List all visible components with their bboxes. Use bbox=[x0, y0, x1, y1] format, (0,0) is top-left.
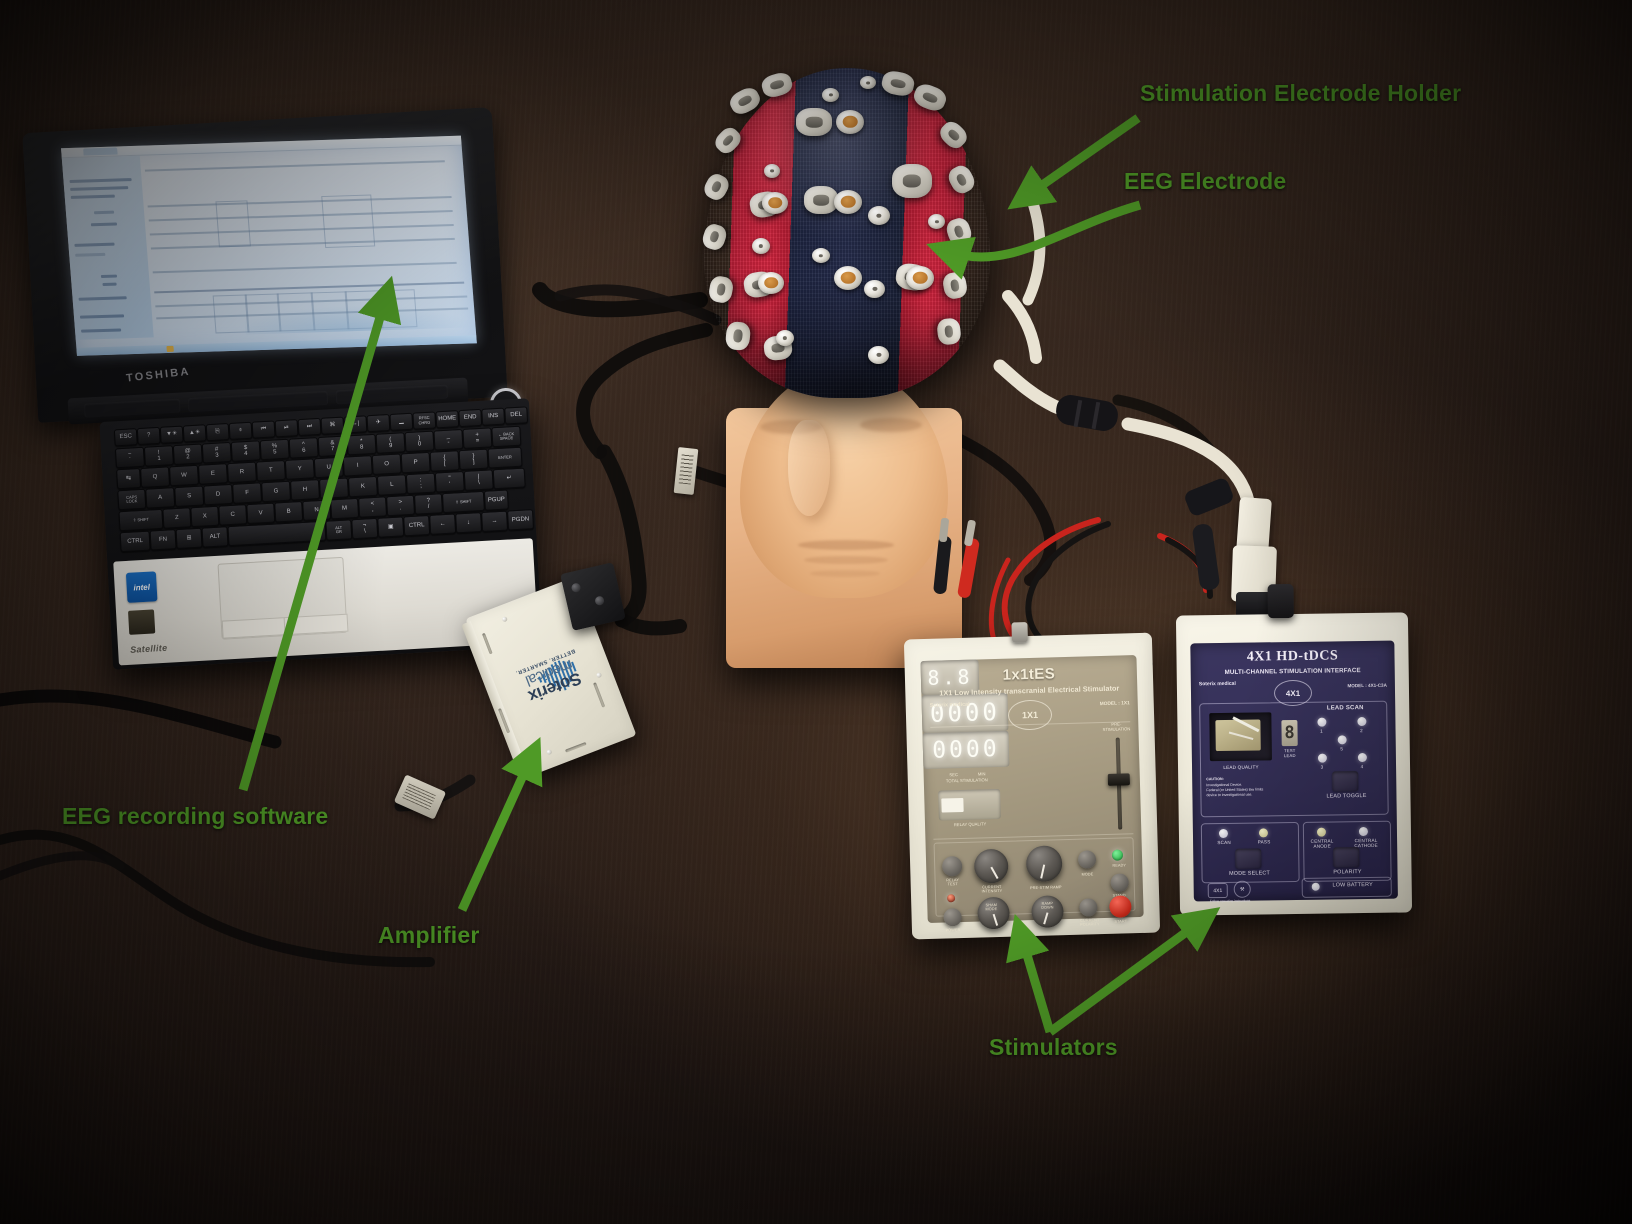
lead-quality-label: LEAD QUALITY bbox=[1223, 764, 1259, 770]
caution-text: Investigational Device. Federal (or Unit… bbox=[1206, 782, 1264, 797]
ready-label: READY bbox=[1112, 863, 1127, 868]
lead-quality-window bbox=[1209, 712, 1272, 762]
sham-mode-label: SHAM MODE bbox=[985, 903, 998, 912]
test-lead-7seg: 8 bbox=[1281, 719, 1298, 747]
certification-icon: 4X1 bbox=[1207, 882, 1228, 899]
stimulator-1x1tes[interactable]: 1x1tES 1X1 Low Intensity transcranial El… bbox=[903, 622, 1161, 940]
lead-scan-label: LEAD SCAN bbox=[1326, 705, 1364, 712]
relay-test-label: RELAY TEST bbox=[946, 878, 959, 887]
red-probe bbox=[957, 519, 980, 598]
current-intensity-label: CURRENT INTENSITY bbox=[981, 884, 1003, 894]
black-probe bbox=[933, 517, 952, 594]
stimulator-2-front-panel: 4X1 HD-tDCS MULTI-CHANNEL STIMULATION IN… bbox=[1190, 640, 1398, 904]
ramp-down-knob[interactable] bbox=[1031, 895, 1064, 929]
stimulator-1-front-panel: 1x1tES 1X1 Low Intensity transcranial El… bbox=[920, 655, 1144, 932]
banana-clip bbox=[1185, 478, 1233, 590]
start-button[interactable] bbox=[1109, 895, 1132, 918]
annotation-eeg-electrode: EEG Electrode bbox=[1124, 168, 1287, 194]
lead-toggle-label: LEAD TOGGLE bbox=[1326, 792, 1367, 800]
lead-number-5: 5 bbox=[1340, 746, 1344, 752]
annotation-amplifier: Amplifier bbox=[378, 922, 480, 948]
display-label-total-stim: TOTAL STIMULATION bbox=[945, 777, 988, 784]
polarity-label: POLARITY bbox=[1333, 869, 1362, 876]
pass-led bbox=[1258, 828, 1269, 838]
lead-number-4: 4 bbox=[1360, 764, 1364, 770]
lead-led-5 bbox=[1337, 735, 1347, 745]
central-cathode-led bbox=[1358, 826, 1369, 837]
mode-label: MODE bbox=[1081, 872, 1094, 877]
annotation-eeg-recording-software: EEG recording software bbox=[62, 803, 329, 829]
manual-icon: ⚒ bbox=[1233, 880, 1251, 898]
stimulator-2-model: MODEL : 4X1-C3A bbox=[1347, 682, 1387, 689]
scan-led bbox=[1218, 828, 1229, 839]
sham-mode-knob[interactable] bbox=[977, 896, 1010, 930]
low-battery-label: LOW BATTERY bbox=[1332, 881, 1373, 889]
pre-stim-slider-knob[interactable] bbox=[1107, 773, 1131, 786]
stimulator-1-main-display-2: 0000 bbox=[922, 730, 1010, 770]
pass-label: PASS bbox=[1257, 839, 1271, 845]
ramp-down-label: RAMP DOWN bbox=[1041, 901, 1054, 910]
annotation-stimulation-electrode-holder: Stimulation Electrode Holder bbox=[1140, 80, 1462, 106]
current-polarity-switch[interactable] bbox=[1079, 898, 1098, 917]
stimulator-1-model: MODEL : 1X1 bbox=[1099, 701, 1130, 708]
relay-quality-bar bbox=[938, 788, 1001, 821]
stimulator-4x1-hd-tdcs[interactable]: 4X1 HD-tDCS MULTI-CHANNEL STIMULATION IN… bbox=[1175, 583, 1413, 916]
lead-number-1: 1 bbox=[1320, 728, 1323, 734]
stimulator-1-seal: 1X1 bbox=[1007, 699, 1053, 731]
lead-led-3 bbox=[1317, 753, 1327, 763]
central-anode-led bbox=[1316, 827, 1327, 837]
stimulator-2-brand: Soterix medical bbox=[1198, 680, 1236, 688]
power-switch[interactable] bbox=[943, 908, 962, 927]
display-label-sec: SEC bbox=[949, 772, 959, 778]
ferrite-bead bbox=[1056, 395, 1118, 431]
current-polarity-label: CURRENT POLARITY bbox=[1080, 918, 1100, 927]
power-label: POWER bbox=[945, 928, 961, 933]
start-label: START bbox=[1114, 919, 1128, 924]
lead-toggle-button[interactable] bbox=[1332, 771, 1359, 792]
lead-led-4 bbox=[1357, 752, 1367, 763]
polarity-button[interactable] bbox=[1333, 847, 1360, 868]
scan-label: SCAN bbox=[1217, 839, 1231, 846]
lead-number-3: 3 bbox=[1320, 764, 1324, 770]
lead-led-2 bbox=[1357, 716, 1367, 727]
bnc-output-jack[interactable] bbox=[1011, 622, 1028, 643]
footer-note: Follow operating instructions bbox=[1209, 898, 1251, 904]
relay-quality-label: RELAY QUALITY bbox=[953, 821, 987, 828]
display-label-min: MIN bbox=[977, 771, 986, 777]
pre-stim-slider-label: PRE- STIMULATION bbox=[1102, 721, 1131, 733]
lead-led-1 bbox=[1317, 717, 1327, 727]
mode-select-button[interactable] bbox=[1235, 848, 1262, 869]
output-connector-block[interactable] bbox=[1267, 583, 1294, 619]
low-battery-led bbox=[1311, 882, 1320, 891]
annotation-stimulators: Stimulators bbox=[989, 1034, 1118, 1060]
stimulator-2-subtitle: MULTI-CHANNEL STIMULATION INTERFACE bbox=[1224, 667, 1361, 676]
stimulator-1-brand: Soterix medical bbox=[929, 701, 970, 709]
stimulator-2-title: 4X1 HD-tDCS bbox=[1246, 648, 1339, 665]
test-lead-label: TEST LEAD bbox=[1283, 747, 1296, 759]
mode-select-label: MODE SELECT bbox=[1229, 870, 1270, 877]
lead-number-2: 2 bbox=[1360, 728, 1363, 734]
